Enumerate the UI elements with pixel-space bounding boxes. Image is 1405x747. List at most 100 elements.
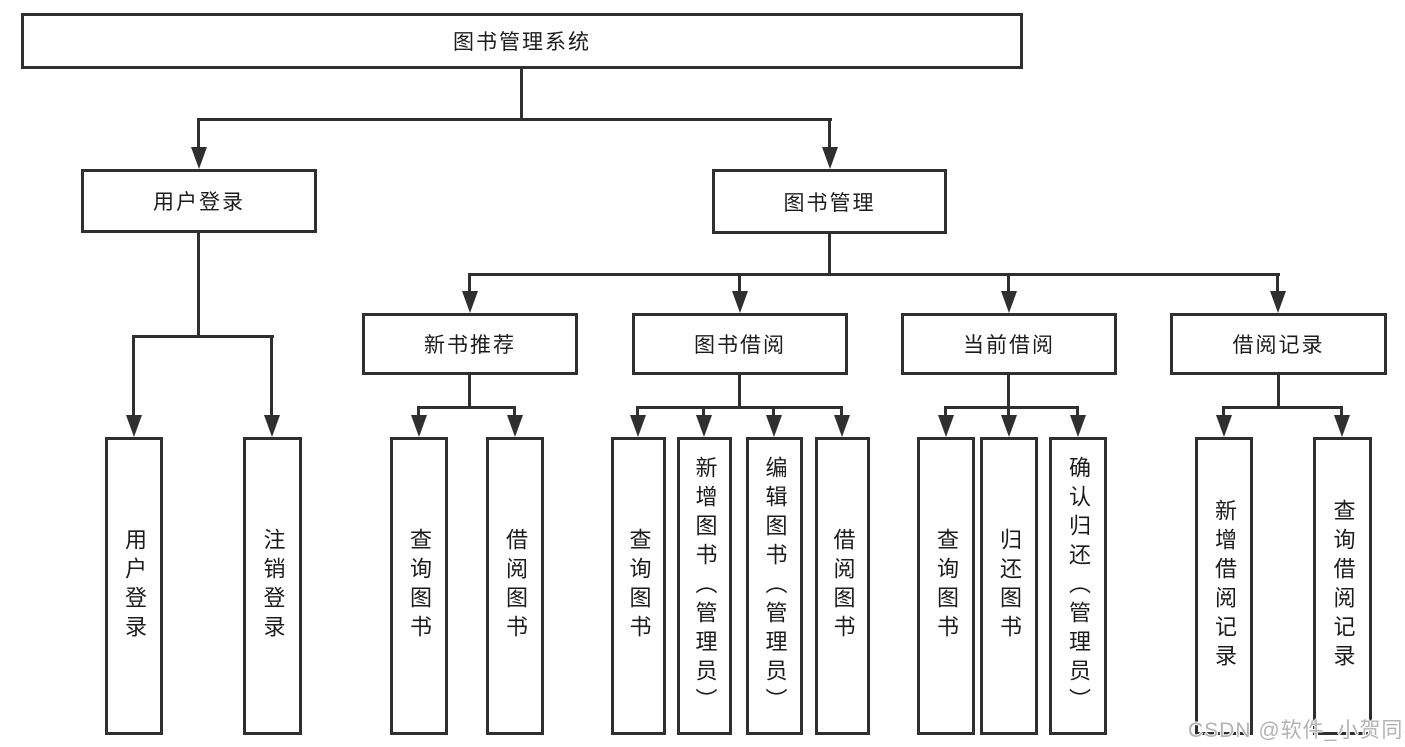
arrow-shaft <box>1222 406 1225 416</box>
leaf-query-books-current: 查询图书 <box>917 437 975 735</box>
arrow-head-icon <box>1334 415 1350 437</box>
arrow-shaft <box>738 273 741 292</box>
node-user-login: 用户登录 <box>81 169 317 233</box>
node-book-management-label: 图书管理 <box>783 191 876 215</box>
leaf-borrow-books-recommend-label: 借阅图书 <box>503 528 528 644</box>
arrow-shaft <box>197 118 200 148</box>
leaf-query-books-recommend: 查询图书 <box>390 437 448 735</box>
arrow-shaft <box>1007 406 1010 416</box>
arrow-to-leaf-add-books-admin <box>696 406 712 437</box>
arrow-head-icon <box>1001 291 1017 313</box>
node-root: 图书管理系统 <box>21 13 1023 69</box>
leaf-user-login: 用户登录 <box>105 437 163 735</box>
connector-user-login-bar <box>133 335 274 338</box>
arrow-shaft <box>132 335 135 416</box>
arrow-head-icon <box>630 415 646 437</box>
watermark: CSDN @软件_小贺同学 <box>1188 719 1405 742</box>
arrow-head-icon <box>696 415 712 437</box>
connector-book-management-stem <box>828 234 831 276</box>
connector-current-borrow-stem <box>1007 375 1010 409</box>
arrow-to-leaf-return-books <box>1001 406 1017 437</box>
arrow-head-icon <box>1270 291 1286 313</box>
connector-book-borrow-bar <box>637 406 843 409</box>
arrow-shaft <box>270 335 273 416</box>
arrow-shaft <box>468 273 471 292</box>
arrow-to-borrow-records <box>1270 273 1286 313</box>
arrow-to-leaf-query-books-borrow <box>630 406 646 437</box>
leaf-add-borrow-record-label: 新增借阅记录 <box>1212 499 1237 673</box>
connector-new-book-recommend-bar <box>418 406 516 409</box>
node-root-label: 图书管理系统 <box>453 31 591 54</box>
leaf-edit-books-admin: 编辑图书（管理员） <box>746 437 803 735</box>
arrow-head-icon <box>411 415 427 437</box>
arrow-to-current-borrow <box>1001 273 1017 313</box>
leaf-add-books-admin-label: 新增图书（管理员） <box>692 455 718 717</box>
arrow-shaft <box>828 118 831 148</box>
arrow-to-leaf-add-borrow-record <box>1216 406 1232 437</box>
node-new-book-recommend: 新书推荐 <box>362 313 578 375</box>
arrow-to-book-borrow <box>732 273 748 313</box>
arrow-shaft <box>417 406 420 416</box>
arrow-shaft <box>702 406 705 416</box>
arrow-to-leaf-query-books-current <box>938 406 954 437</box>
arrow-shaft <box>1276 273 1279 292</box>
leaf-user-login-label: 用户登录 <box>122 528 147 644</box>
leaf-query-borrow-record-label: 查询借阅记录 <box>1330 499 1356 673</box>
leaf-query-borrow-record: 查询借阅记录 <box>1313 437 1372 735</box>
node-book-borrow-label: 图书借阅 <box>694 334 786 357</box>
node-book-borrow: 图书借阅 <box>632 313 848 375</box>
node-user-login-label: 用户登录 <box>153 191 245 214</box>
leaf-return-books: 归还图书 <box>980 437 1038 735</box>
leaf-borrow-books-label: 借阅图书 <box>830 528 856 644</box>
connector-user-login-stem <box>197 233 200 338</box>
arrow-head-icon <box>191 147 207 169</box>
arrow-head-icon <box>834 415 850 437</box>
leaf-logout: 注销登录 <box>243 437 302 735</box>
arrow-shaft <box>1340 406 1343 416</box>
arrow-shaft <box>944 406 947 416</box>
connector-new-book-recommend-stem <box>468 375 471 409</box>
node-new-book-recommend-label: 新书推荐 <box>424 334 516 357</box>
arrow-to-leaf-borrow-books-recommend <box>507 406 523 437</box>
node-borrow-records: 借阅记录 <box>1170 313 1387 375</box>
leaf-query-books-borrow: 查询图书 <box>611 437 666 735</box>
arrow-to-leaf-edit-books-admin <box>766 406 782 437</box>
leaf-query-books-recommend-label: 查询图书 <box>407 528 432 644</box>
leaf-logout-label: 注销登录 <box>260 528 286 644</box>
leaf-query-books-current-label: 查询图书 <box>934 528 959 644</box>
connector-current-borrow-bar <box>945 406 1079 409</box>
arrow-shaft <box>1076 406 1079 416</box>
arrow-head-icon <box>1216 415 1232 437</box>
leaf-edit-books-admin-label: 编辑图书（管理员） <box>762 455 788 717</box>
leaf-add-borrow-record: 新增借阅记录 <box>1195 437 1253 735</box>
arrow-head-icon <box>732 291 748 313</box>
arrow-to-leaf-logout <box>264 335 280 437</box>
connector-borrow-records-stem <box>1277 375 1280 409</box>
connector-root-bar <box>198 118 832 121</box>
leaf-add-books-admin: 新增图书（管理员） <box>677 437 732 735</box>
connector-root-stem <box>520 69 523 121</box>
arrow-to-new-book-recommend <box>462 273 478 313</box>
connector-borrow-records-bar <box>1224 406 1343 409</box>
arrow-head-icon <box>938 415 954 437</box>
arrow-to-leaf-user-login <box>126 335 142 437</box>
arrow-head-icon <box>126 415 142 437</box>
node-current-borrow-label: 当前借阅 <box>963 334 1055 357</box>
arrow-to-leaf-query-borrow-record <box>1334 406 1350 437</box>
arrow-shaft <box>636 406 639 416</box>
arrow-head-icon <box>1070 415 1086 437</box>
leaf-query-books-borrow-label: 查询图书 <box>626 528 652 644</box>
arrow-to-leaf-borrow-books <box>834 406 850 437</box>
arrow-to-leaf-query-books-recommend <box>411 406 427 437</box>
arrow-to-user-login <box>191 118 207 169</box>
connector-book-management-bar <box>469 273 1280 276</box>
node-borrow-records-label: 借阅记录 <box>1232 334 1325 357</box>
leaf-borrow-books: 借阅图书 <box>815 437 870 735</box>
arrow-shaft <box>1007 273 1010 292</box>
arrow-shaft <box>772 406 775 416</box>
arrow-head-icon <box>1001 415 1017 437</box>
arrow-head-icon <box>264 415 280 437</box>
arrow-to-leaf-confirm-return-admin <box>1070 406 1086 437</box>
node-current-borrow: 当前借阅 <box>901 313 1117 375</box>
leaf-return-books-label: 归还图书 <box>997 528 1022 644</box>
